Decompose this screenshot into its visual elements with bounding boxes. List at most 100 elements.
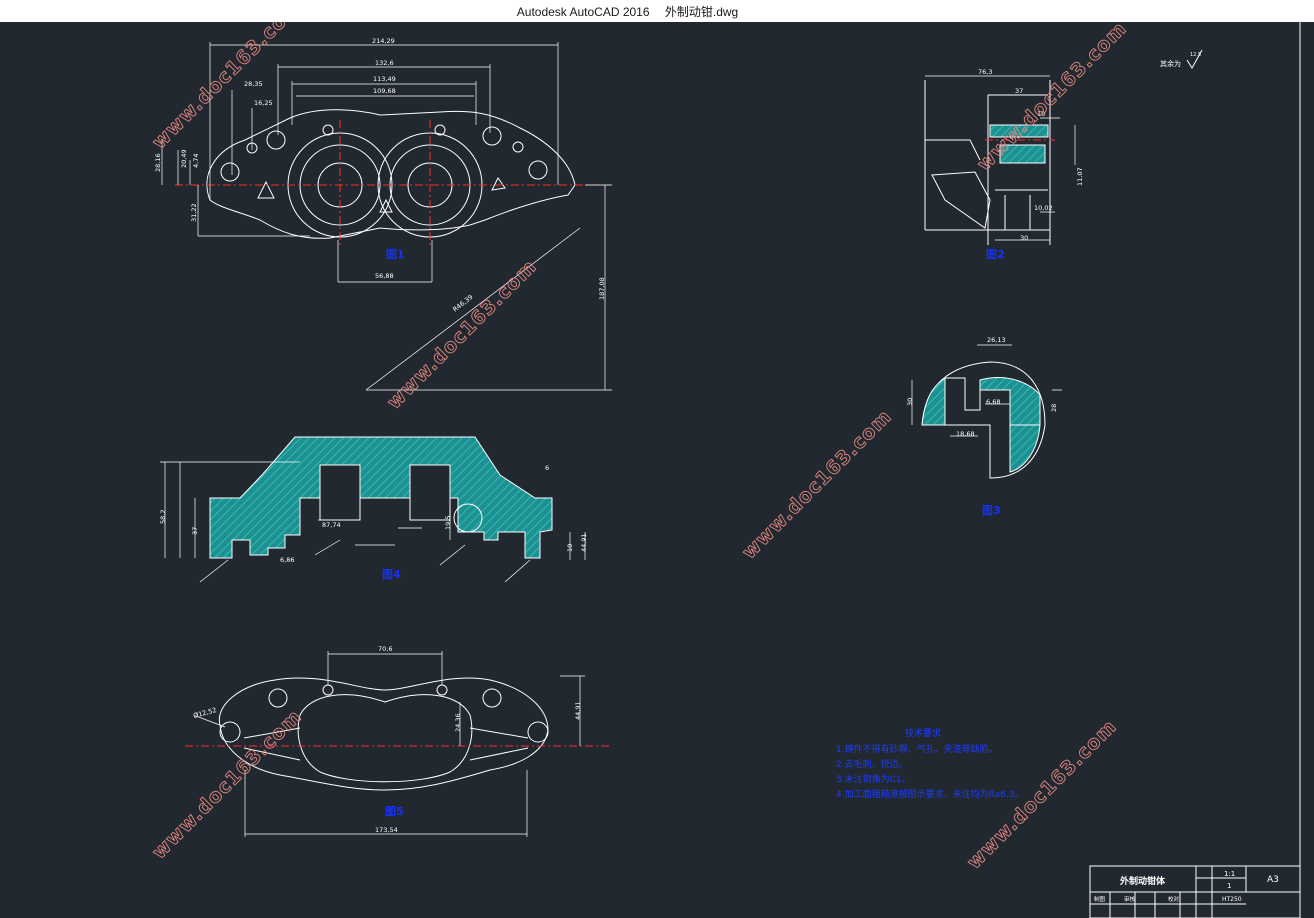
dim-text: 30: [906, 398, 914, 406]
app-title: Autodesk AutoCAD 2016: [516, 5, 650, 19]
row-label: 制图: [1094, 895, 1106, 903]
dim-text: 28,35: [244, 80, 263, 88]
section-view[interactable]: 58,2 37 87,74 19,5 6,86 44,91 10 6 图4: [159, 436, 588, 583]
view-label: 图4: [382, 568, 401, 581]
hole: [528, 160, 548, 180]
dim-text: 28,16: [154, 153, 162, 172]
dim-text: 37: [191, 527, 199, 535]
side-view[interactable]: 76,3 37 10 11,07 10,02 30 图2 其余为 12.5: [924, 49, 1203, 261]
quantity: 1: [1227, 882, 1231, 890]
dimension-lines: [925, 75, 1076, 241]
dim-text: 214,29: [372, 37, 395, 45]
hole: [434, 124, 446, 136]
dim-text: 173,54: [375, 826, 398, 834]
dim-text: 19,5: [444, 516, 452, 530]
dim-text: 26,13: [987, 336, 1006, 344]
dim-text: 70,6: [378, 645, 392, 653]
tech-item: 3.未注倒角为C1。: [836, 773, 911, 785]
watermark-text: www.doc163.com: [973, 22, 1131, 176]
part-name: 外制动钳体: [1119, 875, 1166, 887]
dim-text: 6,68: [986, 398, 1000, 406]
dim-text: 10: [566, 544, 574, 552]
dim-text: 58,2: [159, 510, 167, 524]
hole: [322, 124, 334, 136]
hole: [512, 141, 524, 153]
dimension-lines: [161, 42, 612, 391]
sheet-size: A3: [1267, 875, 1279, 885]
section-cavity: [319, 464, 361, 521]
cad-drawing[interactable]: 214,29 132,6 113,49 109,68 28,35 16,25 2…: [0, 22, 1314, 918]
roughness-symbol-icon: [1186, 49, 1203, 69]
tech-item: 4.加工面粗糙度按图示要求，未注均为Ra6.3。: [836, 788, 1023, 800]
detail-circle: [453, 503, 483, 533]
dim-text: 187,08: [598, 277, 606, 300]
hole: [527, 721, 549, 743]
watermark-text: www.doc163.com: [738, 405, 896, 563]
detail-view[interactable]: 26,13 6,68 18,68 30 28 图3: [906, 336, 1062, 517]
dim-text: 109,68: [373, 87, 396, 95]
technical-notes: 技术要求 1.铸件不得有砂眼、气孔、夹渣等缺陷。 2.去毛刺、锐边。 3.未注倒…: [836, 727, 1023, 800]
row-label: 审核: [1124, 895, 1136, 903]
dim-text: 24,36: [454, 713, 462, 732]
dim-text: 37: [1015, 87, 1023, 95]
dimension-lines: [195, 651, 585, 837]
dim-text: 16,25: [254, 99, 273, 107]
triangular-pockets: [257, 177, 506, 213]
section-cavity: [409, 464, 451, 521]
file-name: 外制动钳.dwg: [664, 5, 739, 19]
dim-text: 10: [1037, 110, 1045, 118]
dim-text: 6,86: [280, 556, 294, 564]
material: HT250: [1222, 896, 1242, 903]
dim-text: 31,22: [190, 203, 198, 222]
dim-text: 30: [1020, 234, 1028, 242]
view-label: 图5: [385, 805, 404, 818]
edge-lines: [243, 727, 529, 761]
side-hatch: [989, 124, 1049, 138]
dim-text: 113,49: [373, 75, 396, 83]
dim-text: 20,49: [180, 149, 188, 168]
dim-text: 10,02: [1034, 204, 1053, 212]
dim-text: 6: [545, 464, 549, 472]
dimension-lines: [911, 344, 1062, 437]
hole: [482, 126, 502, 146]
detail-hatch: [1009, 424, 1041, 473]
roughness-label: 其余为: [1160, 59, 1181, 68]
detail-hatch: [921, 377, 946, 426]
hole: [268, 688, 288, 708]
view-label: 图1: [386, 248, 405, 261]
dim-text: 87,74: [322, 521, 341, 529]
row-label: 校对: [1168, 895, 1180, 903]
dim-text: 44,91: [580, 533, 588, 552]
dim-text: 56,88: [375, 272, 394, 280]
hole: [266, 130, 286, 150]
window-title: Autodesk AutoCAD 2016 外制动钳.dwg: [0, 3, 1255, 20]
dim-text: 4,74: [192, 154, 200, 168]
detail-hatch: [979, 377, 1041, 426]
tech-title: 技术要求: [905, 727, 941, 739]
side-hatch: [999, 144, 1046, 164]
tech-item: 2.去毛刺、锐边。: [836, 758, 908, 770]
scale: 1:1: [1224, 870, 1235, 878]
dim-text: 18,68: [956, 430, 975, 438]
hole: [436, 684, 448, 696]
drawing-canvas[interactable]: 214,29 132,6 113,49 109,68 28,35 16,25 2…: [0, 22, 1314, 918]
title-block-grid: [1090, 866, 1300, 918]
dim-text: 11,07: [1076, 167, 1084, 186]
watermark-text: www.doc163.com: [148, 705, 306, 863]
dimension-lines: [160, 461, 586, 583]
bottom-view[interactable]: 70,6 44,91 24,36 173,54 Ø12,52 图5: [185, 645, 610, 837]
hole: [220, 162, 240, 182]
dim-text: Ø12,52: [192, 706, 217, 720]
dim-text: 28: [1050, 404, 1058, 412]
hole: [482, 688, 502, 708]
view-label: 图3: [982, 504, 1001, 517]
section-hatch: [209, 436, 553, 559]
window-outline: [297, 694, 473, 783]
hole: [219, 721, 241, 743]
top-view[interactable]: 214,29 132,6 113,49 109,68 28,35 16,25 2…: [154, 37, 612, 391]
dim-text: 76,3: [978, 68, 992, 76]
tech-item: 1.铸件不得有砂眼、气孔、夹渣等缺陷。: [836, 743, 998, 755]
hole: [322, 684, 334, 696]
title-block[interactable]: 外制动钳体 1:1 1 A3 HT250 制图 审核 校对: [1089, 865, 1301, 918]
detail-slot: [945, 377, 981, 411]
